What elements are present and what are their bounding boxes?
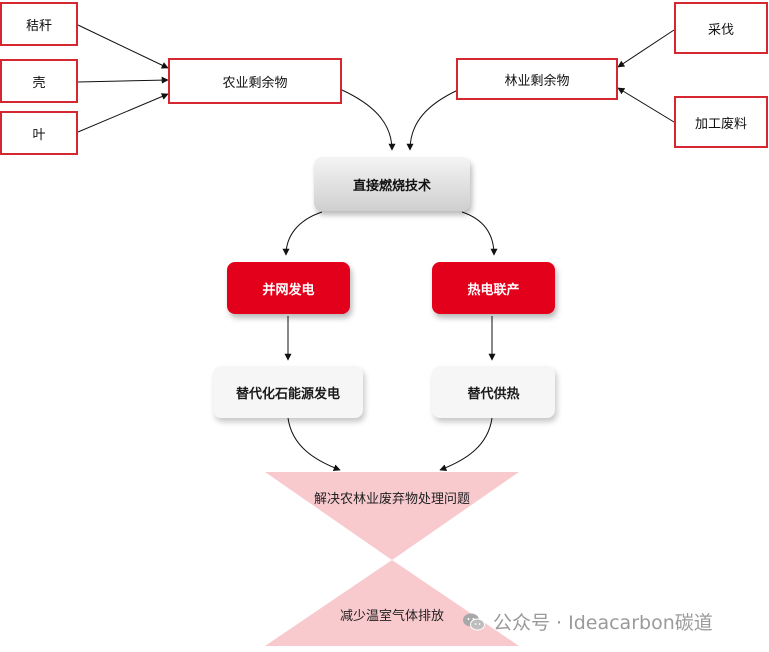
arrow-processing-to-forest (617, 87, 675, 123)
direct-combustion-label: 直接燃烧技术 (352, 178, 431, 194)
agricultural-residue-label: 农业剩余物 (222, 75, 288, 91)
grid-power-box: 并网发电 (227, 262, 350, 314)
source-straw: 秸秆 (0, 2, 78, 46)
source-straw-label: 秸秆 (25, 18, 52, 34)
heat-supply-substitute-box: 替代供热 (432, 366, 555, 418)
outcome-ghg-reduction: 减少温室气体排放 (339, 609, 444, 624)
watermark-text: 公众号 · Ideacarbon碳道 (493, 612, 713, 634)
arrow-tech-to-chp (461, 211, 498, 256)
arrow-fossil-to-outcome (287, 417, 341, 472)
arrow-agri-to-tech (341, 89, 396, 151)
arrow-leaf-to-agri (77, 93, 169, 133)
chp-label: 热电联产 (467, 282, 520, 298)
direct-combustion-box: 直接燃烧技术 (314, 157, 470, 211)
arrow-heat-to-outcome (439, 417, 493, 472)
source-processing-waste-label: 加工废料 (694, 116, 747, 132)
source-logging: 采伐 (674, 2, 768, 54)
fossil-power-substitute-box: 替代化石能源发电 (213, 366, 363, 418)
source-shell-label: 壳 (32, 75, 46, 91)
hourglass-bottom-triangle (265, 560, 519, 646)
heat-supply-substitute-label: 替代供热 (467, 386, 520, 402)
arrow-shell-to-agri (77, 76, 169, 84)
arrow-straw-to-agri (77, 24, 169, 69)
agricultural-residue-box: 农业剩余物 (168, 58, 342, 104)
outcome-waste-problem: 解决农林业废弃物处理问题 (313, 492, 470, 507)
forestry-residue-label: 林业剩余物 (504, 73, 570, 89)
arrow-tech-to-grid (282, 211, 323, 256)
wechat-icon (463, 613, 485, 630)
fossil-power-substitute-label: 替代化石能源发电 (235, 386, 340, 402)
arrow-forest-to-tech (406, 89, 459, 151)
source-leaf: 叶 (0, 111, 78, 155)
source-leaf-label: 叶 (32, 127, 46, 143)
grid-power-label: 并网发电 (262, 282, 315, 298)
source-logging-label: 采伐 (707, 22, 734, 38)
source-shell: 壳 (0, 59, 78, 103)
chp-box: 热电联产 (432, 262, 555, 314)
hourglass-top-triangle (265, 472, 519, 560)
source-processing-waste: 加工废料 (674, 96, 768, 148)
arrow-logging-to-forest (617, 29, 675, 68)
watermark: 公众号 · Ideacarbon碳道 (462, 608, 713, 635)
forestry-residue-box: 林业剩余物 (456, 58, 618, 100)
